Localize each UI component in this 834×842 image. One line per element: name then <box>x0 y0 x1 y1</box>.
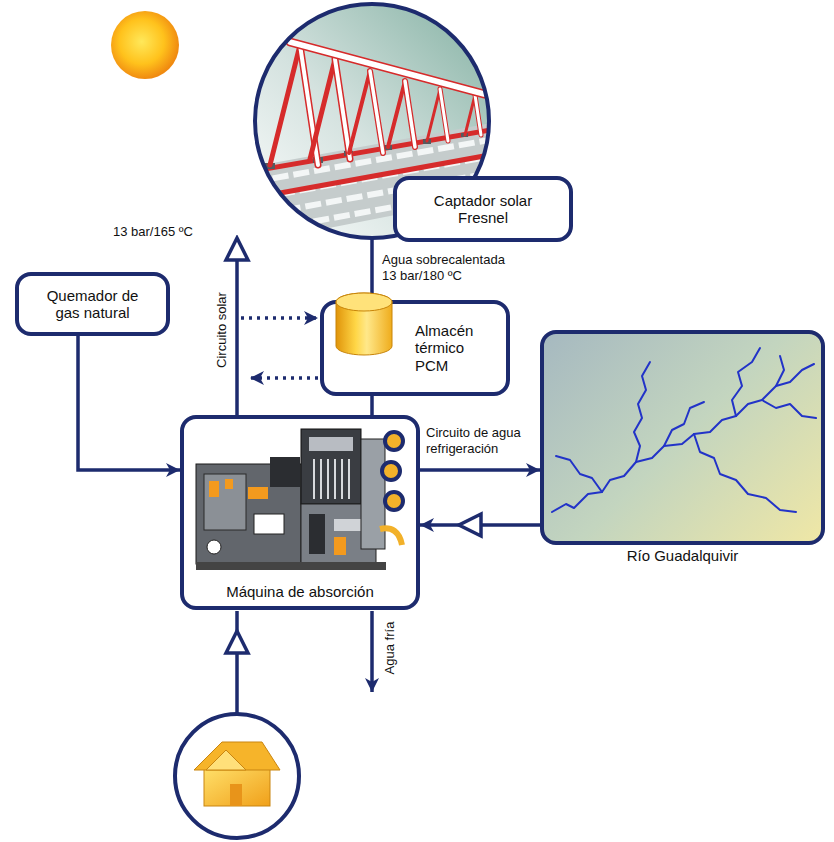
flow-connector <box>235 238 239 415</box>
river-map-illustration-part-part <box>776 356 784 386</box>
absorption-machine-illustration-part <box>334 537 346 555</box>
absorption-machine-illustration-part <box>254 514 284 534</box>
river-map-illustration-part-part <box>552 364 814 512</box>
flow-connector <box>78 336 180 470</box>
edge-label: Circuito de agua refrigeración <box>426 425 536 456</box>
absorption-machine-illustration-part-part <box>334 459 336 499</box>
tank-body <box>336 293 392 355</box>
house-circle <box>175 714 299 838</box>
absorption-machine-illustration-part <box>334 519 364 531</box>
node-label: Quemador de gas natural <box>37 287 149 322</box>
a-frames-part <box>349 71 370 153</box>
flow-connector <box>370 238 374 300</box>
free-label-slot: Agua fría <box>382 622 398 675</box>
burner-box: Quemador de gas natural <box>15 272 170 336</box>
edge-label-slot: Agua sobrecalentada 13 bar/180 ºC <box>382 252 517 283</box>
house-door <box>230 784 242 806</box>
a-frames-part <box>335 59 350 159</box>
absorption-machine-illustration-part <box>204 474 246 530</box>
edge-label: Agua sobrecalentada 13 bar/180 ºC <box>382 252 517 283</box>
a-frames-part <box>475 95 481 135</box>
house-badge <box>175 714 299 838</box>
absorption-machine-illustration-part <box>361 439 385 549</box>
flow-connector <box>420 468 540 472</box>
absorption-machine-illustration-part <box>270 457 300 487</box>
node-label: Máquina de absorción <box>226 583 374 600</box>
river-map-illustration-part <box>552 348 816 512</box>
annotation-label: 13 bar/165 ºC <box>113 224 233 240</box>
absorption-machine-illustration-part-part <box>313 459 315 499</box>
a-frames-part <box>370 71 383 153</box>
river-map-illustration-part-part <box>762 400 816 418</box>
absorption-machine-illustration-part <box>248 487 268 499</box>
river-map-illustration <box>544 334 821 541</box>
absorption-machine-illustration-part-part <box>348 459 350 499</box>
pcm-tank-illustration <box>335 292 393 358</box>
pipe-connections-part <box>385 492 403 510</box>
a-frames-part <box>475 95 481 135</box>
cold-water-line <box>370 611 374 692</box>
house-wall <box>204 768 270 806</box>
free-label-slot: 13 bar/165 ºC <box>113 224 233 240</box>
edge-label-slot: Circuito solar <box>214 292 230 368</box>
pipe-connections-part <box>382 462 400 480</box>
a-frames-part <box>440 89 448 141</box>
absorption-machine-illustration <box>184 419 416 579</box>
a-frames-part <box>370 71 383 153</box>
a-frames-part <box>440 89 448 141</box>
river-map-illustration-part-part <box>732 348 760 416</box>
house-gable <box>206 750 246 770</box>
node-label: Almacén térmico PCM <box>415 322 497 374</box>
absorption-machine-illustration-part <box>314 459 349 499</box>
flow-connector <box>420 523 540 527</box>
thermal-store-box: Almacén térmico PCM <box>320 300 510 396</box>
absorption-machine-illustration-part <box>196 562 386 570</box>
sun-icon <box>111 11 179 79</box>
absorption-machine-illustration-part-part <box>341 459 343 499</box>
absorption-machine-illustration-part-part <box>327 459 329 499</box>
river-map-box: Río Guadalquivir <box>540 330 825 545</box>
a-frames-part <box>335 59 350 159</box>
absorption-machine-illustration-part <box>207 540 221 554</box>
river-map-illustration-part-part <box>694 434 796 512</box>
absorption-machine-illustration-part <box>301 429 361 504</box>
absorption-machine-illustration-part <box>209 481 219 497</box>
label-box: Captador solar Fresnel <box>393 176 573 242</box>
pipe-connections <box>382 432 403 510</box>
house-roof <box>194 742 280 770</box>
return-water-line <box>235 611 239 713</box>
dotted-charge-arrow <box>241 316 318 320</box>
a-frames-part <box>310 59 335 159</box>
a-frames-part <box>405 81 415 147</box>
river-map-illustration-part-part <box>556 456 602 492</box>
absorption-machine-box: Máquina de absorción <box>180 415 420 610</box>
pipe-bend <box>380 528 402 545</box>
solar-collector: Captador solar Fresnel <box>230 0 575 238</box>
absorption-machine-illustration-part <box>309 514 325 554</box>
a-frames-part <box>290 42 484 94</box>
absorption-machine-illustration-part <box>309 437 353 451</box>
a-frames-part <box>427 89 440 141</box>
river-map-illustration-part-part <box>634 362 650 462</box>
annotation-label: Agua fría <box>382 622 398 675</box>
absorption-machine-illustration-part <box>225 479 233 489</box>
map-caption: Río Guadalquivir <box>627 547 739 564</box>
absorption-machine-illustration-part-part <box>320 459 322 499</box>
dotted-discharge-arrow <box>250 376 318 380</box>
edge-label: Circuito solar <box>214 292 230 368</box>
caption-slot: Río Guadalquivir <box>540 547 825 564</box>
a-frames <box>270 42 484 165</box>
frame-feet <box>265 133 468 169</box>
a-frames-part <box>388 81 405 147</box>
a-frames-part <box>290 42 484 94</box>
a-frames-part <box>405 81 415 147</box>
pipe-connections-part <box>385 432 403 450</box>
a-frames-part <box>270 45 300 165</box>
flow-connector <box>370 396 374 415</box>
node-label: Captador solar Fresnel <box>413 192 553 227</box>
edge-label-slot: Circuito de agua refrigeración <box>426 425 536 456</box>
tank-top <box>336 293 392 311</box>
river-map-illustration-part-part <box>664 402 704 446</box>
